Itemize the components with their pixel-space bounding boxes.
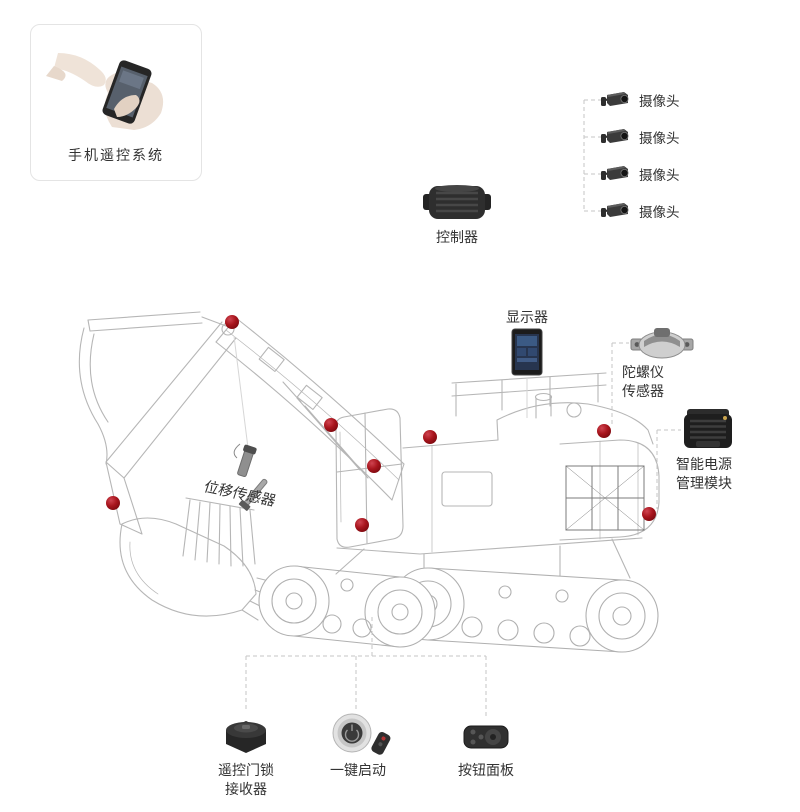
sensor-location-dots [106, 315, 656, 532]
excavator-wireframe [78, 311, 660, 621]
gyro-sensor-label-line1: 陀螺仪 [622, 364, 664, 380]
camera-icon [601, 92, 629, 106]
door-lock-label-line1: 遥控门锁 [218, 762, 274, 778]
one-key-start-icon [332, 713, 391, 755]
door-lock-receiver-icon [226, 721, 266, 753]
one-key-start-label: 一键启动 [330, 762, 386, 778]
controller-icon [423, 185, 491, 219]
location-dot [225, 315, 239, 329]
location-dot [642, 507, 656, 521]
location-dot [355, 518, 369, 532]
camera-item: 摄像头 [601, 199, 680, 223]
location-dot [423, 430, 437, 444]
dashed-connectors [245, 99, 681, 718]
controller-label: 控制器 [436, 229, 478, 245]
camera-item: 摄像头 [601, 125, 680, 149]
display-label: 显示器 [506, 309, 548, 325]
key-fob-icon [371, 731, 391, 755]
display-icon [511, 328, 543, 376]
camera-item: 摄像头 [601, 162, 680, 186]
gyro-sensor-icon [630, 328, 694, 359]
location-dot [597, 424, 611, 438]
leader-lines [233, 335, 528, 449]
power-module-icon [684, 409, 732, 448]
location-dot [324, 418, 338, 432]
power-module-label: 智能电源 管理模块 [676, 455, 732, 493]
button-panel-label: 按钮面板 [458, 762, 514, 778]
displacement-sensor-icon [233, 443, 268, 511]
power-module-label-line2: 管理模块 [676, 475, 732, 491]
excavator-panel-grid [565, 465, 645, 531]
camera-icon [601, 203, 629, 217]
location-dot [106, 496, 120, 510]
location-dot [367, 459, 381, 473]
camera-icon [601, 166, 629, 180]
phone-hands-image [46, 53, 164, 130]
camera-label: 摄像头 [639, 205, 680, 220]
camera-label: 摄像头 [639, 168, 680, 183]
phone-remote-label: 手机遥控系统 [68, 147, 164, 163]
power-module-label-line1: 智能电源 [676, 456, 732, 472]
phone-remote-card: 手机遥控系统 [30, 24, 202, 181]
door-lock-receiver-label: 遥控门锁 接收器 [202, 761, 290, 799]
excavator-tracks [258, 565, 659, 653]
camera-label: 摄像头 [639, 131, 680, 146]
camera-label: 摄像头 [639, 94, 680, 109]
button-panel-icon [463, 725, 509, 749]
door-lock-label-line2: 接收器 [225, 781, 267, 797]
gyro-sensor-label: 陀螺仪 传感器 [622, 363, 664, 401]
camera-icon [601, 129, 629, 143]
gyro-sensor-label-line2: 传感器 [622, 383, 664, 399]
camera-item: 摄像头 [601, 88, 680, 112]
